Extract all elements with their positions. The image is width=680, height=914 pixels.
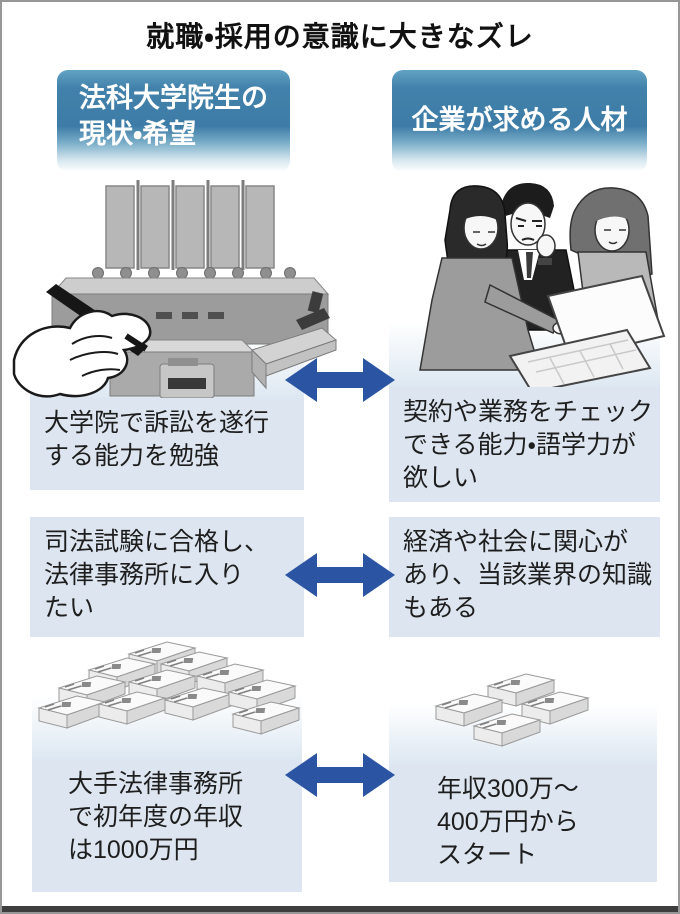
right-box-row3-line1: 年収300万〜 [437, 775, 579, 803]
header-companies: 企業が求める人材 [392, 70, 647, 172]
right-box-row1: 契約や業務をチェック できる能力・語学力が 欲しい [389, 387, 660, 502]
right-box-row3-line2: 400万円から [437, 808, 579, 836]
left-box-row3-line3: は1000万円 [68, 836, 199, 864]
bidirectional-arrow-icon [285, 358, 395, 402]
courtroom-illustration-icon [12, 180, 337, 399]
right-box-row2-line3: もある [403, 594, 479, 622]
right-box-row3-line3: スタート [437, 841, 538, 869]
right-box-row1-line2: できる能力・語学力が [403, 431, 637, 459]
left-box-row1: 大学院で訴訟を遂行 する能力を勉強 [30, 398, 304, 490]
left-box-row2-line2: 法律事務所に入り [44, 561, 245, 589]
right-box-row3: 年収300万〜 400万円から スタート [389, 764, 657, 882]
right-box-row2: 経済や社会に関心が あり、当該業界の知識 もある [389, 517, 660, 637]
page-title: 就職・採用の意識に大きなズレ [146, 21, 534, 52]
bidirectional-arrow-icon [285, 753, 395, 797]
left-box-row2: 司法試験に合格し、 法律事務所に入り たい [30, 517, 304, 637]
left-box-row1-line2: する能力を勉強 [44, 442, 220, 470]
large-money-pile-illustration-icon [38, 641, 300, 735]
right-box-row2-line1: 経済や社会に関心が [403, 528, 629, 556]
left-box-row3: 大手法律事務所 で初年度の年収 は1000万円 [32, 759, 302, 892]
right-box-row2-line2: あり、当該業界の知識 [403, 561, 653, 589]
left-box-row3-line1: 大手法律事務所 [68, 770, 244, 798]
header-companies-label: 企業が求める人材 [411, 105, 628, 135]
left-box-row2-line3: たい [44, 594, 95, 622]
right-box-row1-line1: 契約や業務をチェック [403, 398, 654, 426]
bidirectional-arrow-icon [285, 553, 395, 597]
right-box-row1-line3: 欲しい [403, 464, 479, 492]
small-money-pile-illustration-icon [435, 673, 589, 747]
left-box-row1-line1: 大学院で訴訟を遂行 [44, 409, 270, 437]
header-law-students-line2: 現状・希望 [79, 119, 197, 149]
header-law-students: 法科大学院生の 現状・希望 [57, 70, 290, 172]
bottom-accent-bar [2, 906, 678, 912]
left-box-row3-line2: で初年度の年収 [68, 803, 244, 831]
header-law-students-line1: 法科大学院生の [79, 83, 268, 113]
business-people-illustration-icon [419, 182, 666, 394]
left-box-row2-line1: 司法試験に合格し、 [44, 528, 270, 556]
